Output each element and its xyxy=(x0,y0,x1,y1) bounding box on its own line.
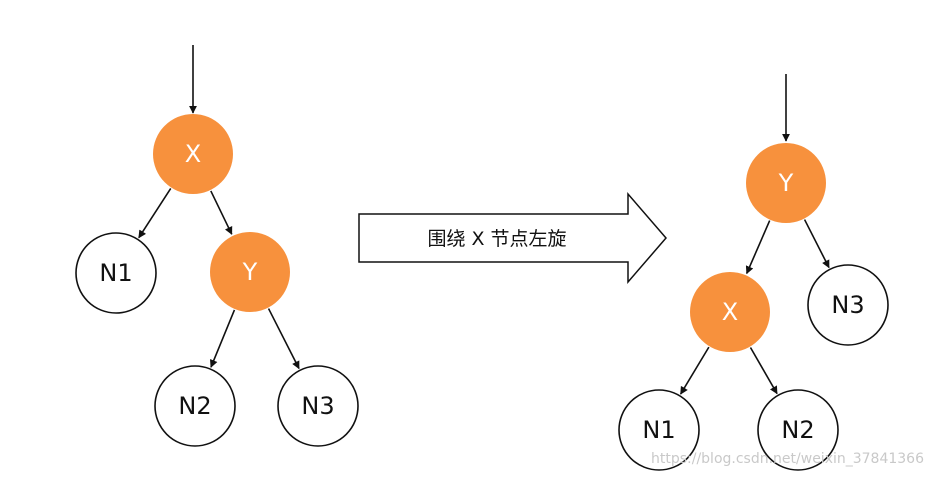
before-node-n2-label: N2 xyxy=(178,392,211,420)
tree-before-rotation: X N1 Y N2 N3 xyxy=(75,45,359,447)
after-node-n3-label: N3 xyxy=(831,291,864,319)
after-edge-X-N1 xyxy=(679,346,710,395)
after-node-n3-circle xyxy=(807,264,889,346)
before-node-y-label: Y xyxy=(242,258,258,286)
after-node-x: X xyxy=(690,272,770,352)
before-node-x-circle xyxy=(153,114,233,194)
before-node-n2-circle xyxy=(154,365,236,447)
after-node-x-circle xyxy=(690,272,770,352)
rotation-arrow: 围绕 X 节点左旋 xyxy=(358,191,667,285)
after-node-n1-label: N1 xyxy=(642,416,675,444)
before-edge-X-N1 xyxy=(138,187,172,239)
before-edge-Y-N3 xyxy=(267,308,300,370)
after-node-n1: N1 xyxy=(618,389,700,471)
after-edge-X-N2 xyxy=(749,347,778,395)
rotation-caption: 围绕 X 节点左旋 xyxy=(427,228,566,250)
after-node-n1-circle xyxy=(618,389,700,471)
watermark-text: https://blog.csdn.net/weixin_37841366 xyxy=(651,451,924,467)
before-node-x-label: X xyxy=(185,140,201,168)
before-node-y: Y xyxy=(210,232,290,312)
before-node-n3: N3 xyxy=(277,365,359,447)
before-node-n1-label: N1 xyxy=(99,259,132,287)
before-edge-X-Y xyxy=(210,190,233,235)
after-node-y-label: Y xyxy=(778,169,794,197)
after-node-n2-label: N2 xyxy=(781,416,814,444)
after-node-n2: N2 xyxy=(757,389,839,471)
before-node-x: X xyxy=(153,114,233,194)
after-node-x-label: X xyxy=(722,298,738,326)
before-node-n2: N2 xyxy=(154,365,236,447)
after-node-n3: N3 xyxy=(807,264,889,346)
after-edge-Y-N3 xyxy=(803,219,830,269)
after-node-n2-circle xyxy=(757,389,839,471)
before-edge-Y-N2 xyxy=(209,309,236,368)
after-node-y-circle xyxy=(746,143,826,223)
before-node-n3-circle xyxy=(277,365,359,447)
before-node-n1: N1 xyxy=(75,232,157,314)
block-arrow-shape xyxy=(358,191,667,285)
after-node-y: Y xyxy=(746,143,826,223)
before-node-y-circle xyxy=(210,232,290,312)
before-node-n3-label: N3 xyxy=(301,392,334,420)
after-edge-Y-X xyxy=(745,220,771,275)
before-node-n1-circle xyxy=(75,232,157,314)
